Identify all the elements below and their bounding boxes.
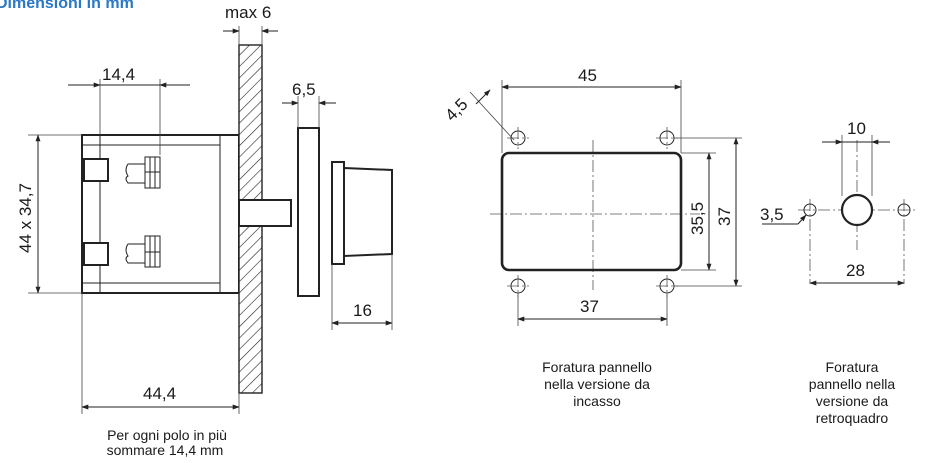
dim-28: 28	[846, 261, 865, 280]
dim-max-6: max 6	[225, 3, 271, 22]
fixing-hole-top-left	[507, 127, 529, 149]
rear-cutout-view: 10 3,5 28 Foratura pannello nella versio…	[760, 119, 918, 426]
dim-44x34-7: 44 x 34,7	[16, 183, 35, 253]
flush-caption-line-3: incasso	[573, 393, 621, 409]
side-hole-left	[803, 199, 817, 284]
front-plate	[297, 127, 320, 297]
central-hole	[840, 193, 874, 227]
dim-6-5: 6,5	[292, 80, 316, 99]
pole-caption-line-2: sommare 14,4 mm	[107, 442, 224, 458]
dim-35-5: 35,5	[688, 202, 707, 235]
contact-tab-bottom	[83, 242, 109, 266]
terminal-screw-bottom	[125, 235, 161, 268]
rect-cutout	[500, 151, 683, 272]
dim-37-vertical: 37	[715, 207, 734, 226]
contact-tab-top	[83, 158, 109, 182]
dim-3-5: 3,5	[760, 205, 784, 224]
dim-14-4: 14,4	[102, 65, 135, 84]
dim-44-4: 44,4	[143, 384, 176, 403]
knob	[331, 161, 393, 265]
shaft	[238, 199, 292, 227]
side-view: max 6 14,4 6,5 44 x 34,7 16 44,4 Pe	[16, 3, 393, 458]
rear-caption-line-2: pannello nella	[809, 376, 896, 392]
pole-caption-line-1: Per ogni polo in più	[107, 427, 227, 443]
flush-cutout-view: 45 4,5 35,5 37 37 Foratura pannello nell…	[441, 66, 742, 409]
dim-37-horizontal: 37	[580, 297, 599, 316]
flush-caption-line-2: nella versione da	[544, 376, 650, 392]
flush-caption-line-1: Foratura pannello	[542, 359, 652, 375]
side-hole-right	[897, 199, 911, 284]
rear-caption-line-4: retroquadro	[816, 410, 889, 426]
terminal-screw-top	[125, 156, 161, 189]
dim-45: 45	[578, 66, 597, 85]
dim-10: 10	[847, 119, 866, 138]
page-title: Dimensioni in mm	[0, 0, 134, 12]
dim-4-5: 4,5	[441, 95, 471, 125]
rear-caption-line-3: versione da	[816, 393, 889, 409]
rear-caption-line-1: Foratura	[826, 359, 879, 375]
dim-16: 16	[353, 301, 372, 320]
